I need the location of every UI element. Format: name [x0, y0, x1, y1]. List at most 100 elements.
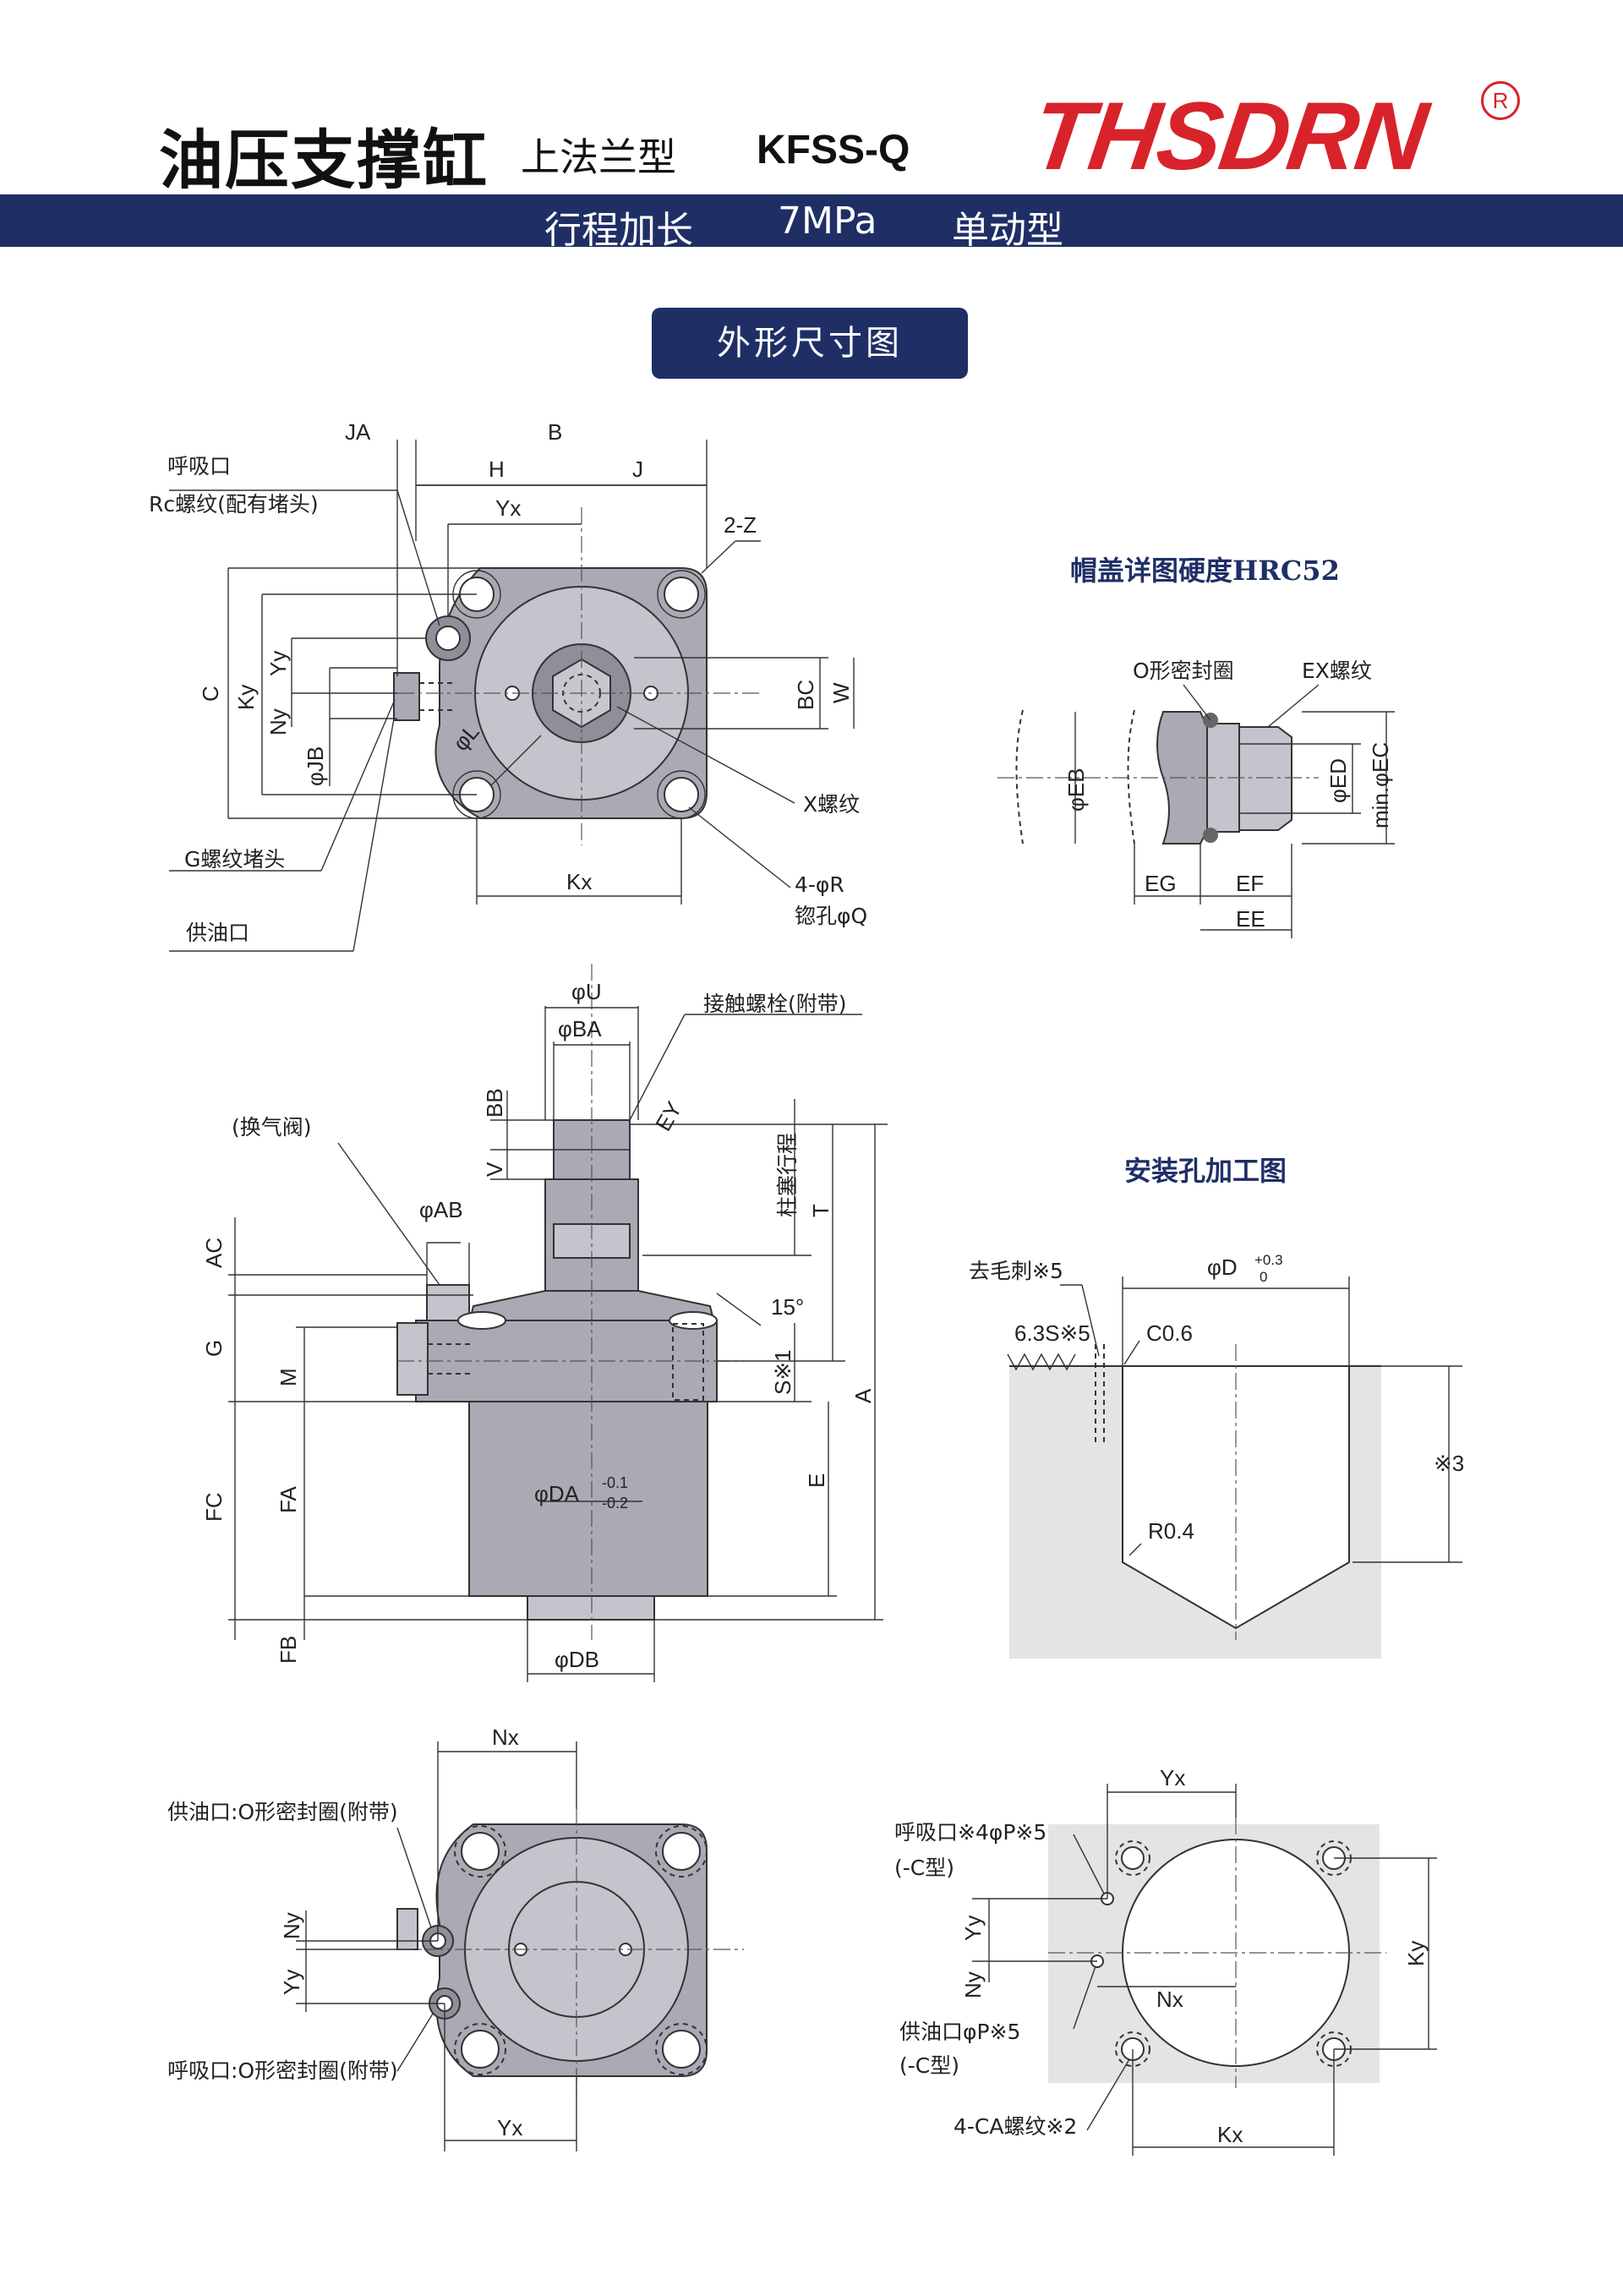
registered-mark: R — [1481, 81, 1520, 120]
label-breather: 呼吸口 — [167, 454, 231, 478]
label-plunger-stroke: 柱塞行程 — [775, 1133, 800, 1217]
dim-H: H — [489, 456, 505, 482]
dim-JB: φJB — [303, 746, 328, 786]
dim-B: B — [548, 419, 562, 445]
label-vent: (换气阀) — [232, 1115, 312, 1140]
mount-dim-Yy: Yy — [960, 1916, 986, 1941]
label-supply-oring: 供油口:O形密封圈(附带) — [167, 1800, 398, 1824]
banner-stroke: 行程加长 — [544, 209, 693, 252]
model-number: KFSS-Q — [757, 128, 910, 172]
mount-dim-Kx: Kx — [1217, 2122, 1243, 2147]
counterbore-tr — [657, 570, 706, 619]
label-g-plug: G螺纹堵头 — [184, 847, 285, 872]
cylinder-bottom-boss — [527, 1595, 655, 1621]
label-contact-bolt: 接触螺栓(附带) — [703, 992, 847, 1016]
label-ca-thread: 4-CA螺纹※2 — [954, 2114, 1077, 2139]
bottom-dim-Yy: Yy — [279, 1970, 304, 1995]
label-mount-supply-type: (-C型) — [899, 2053, 959, 2078]
dim-C: C — [198, 686, 223, 702]
side-dim-FA: FA — [276, 1486, 301, 1513]
page-subtitle: 上法兰型 — [521, 134, 676, 180]
label-breather-oring: 呼吸口:O形密封圈(附带) — [167, 2058, 398, 2083]
g-plug — [393, 672, 420, 721]
cap-ex-thread-label: EX螺纹 — [1302, 659, 1372, 683]
banner-pressure: 7MPa — [778, 200, 877, 243]
cap-dim-EB: φEB — [1063, 768, 1089, 812]
dim-J: J — [632, 456, 643, 482]
cap-dim-EF: EF — [1236, 871, 1264, 896]
mount-hole-br — [664, 777, 699, 812]
mount-dim-Ny: Ny — [960, 1971, 986, 1998]
label-chamfer: C0.6 — [1146, 1320, 1193, 1346]
breather-plug — [435, 626, 461, 651]
top-view — [169, 440, 855, 952]
spec-banner: 行程加长 7MPa 单动型 — [0, 194, 1623, 252]
side-dim-DA-lower: -0.2 — [602, 1495, 628, 1512]
side-dim-BA: φBA — [558, 1016, 602, 1041]
label-counterbore: 锪孔φQ — [795, 904, 867, 928]
side-dim-DB: φDB — [555, 1647, 599, 1672]
label-mount-breather: 呼吸口※4φP※5 — [894, 1820, 1046, 1845]
side-view — [228, 964, 888, 1682]
side-dim-U: φU — [571, 979, 602, 1004]
side-dim-DA-upper: -0.1 — [602, 1474, 628, 1491]
bottom-dim-Yx: Yx — [497, 2115, 522, 2140]
mount-layout — [972, 1784, 1437, 2156]
dim-Yx: Yx — [495, 495, 521, 521]
section-title: 外形尺寸图 — [652, 308, 968, 379]
dim-Ky: Ky — [233, 685, 259, 710]
dim-Z: 2-Z — [724, 512, 757, 538]
g-plug-side — [396, 1322, 429, 1396]
side-angle: 15° — [771, 1294, 804, 1320]
side-dim-BB: BB — [482, 1088, 507, 1118]
side-dim-FC: FC — [201, 1492, 227, 1522]
label-depth: ※3 — [1434, 1451, 1464, 1476]
cap-detail — [997, 684, 1395, 938]
cap-dim-EE: EE — [1236, 906, 1265, 932]
side-dim-G: G — [201, 1340, 227, 1357]
side-dim-FB: FB — [276, 1636, 301, 1664]
cap-dim-EG: EG — [1145, 871, 1177, 896]
bottom-view — [296, 1741, 744, 2151]
dim-W: W — [828, 682, 854, 703]
dim-Ny: Ny — [265, 708, 291, 735]
mount-dim-Yx: Yx — [1160, 1765, 1185, 1790]
label-roughness: 6.3S※5 — [1014, 1320, 1090, 1346]
side-dim-EY: EY — [650, 1097, 686, 1135]
label-mount-hole: 4-φR — [795, 872, 844, 897]
label-deburr: 去毛刺※5 — [969, 1259, 1063, 1283]
side-dim-V: V — [482, 1162, 507, 1177]
bottom-dim-Nx: Nx — [492, 1725, 519, 1750]
cylinder-body — [468, 1401, 708, 1597]
label-radius: R0.4 — [1148, 1518, 1194, 1544]
bottom-dim-Ny: Ny — [279, 1912, 304, 1939]
dim-JA: JA — [345, 419, 371, 445]
machining-diagram — [1007, 1276, 1462, 1659]
page-title: 油压支撑缸 — [159, 123, 489, 198]
cap-detail-title: 帽盖详图硬度HRC52 — [1070, 555, 1340, 587]
side-dim-AB: φAB — [419, 1197, 463, 1222]
side-dim-A: A — [850, 1388, 876, 1403]
label-mount-breather-type: (-C型) — [894, 1856, 954, 1880]
label-supply: 供油口 — [186, 921, 249, 945]
mount-hole-tr — [664, 577, 699, 612]
mount-dim-Nx: Nx — [1156, 1987, 1183, 2012]
label-rc-thread: Rc螺纹(配有堵头) — [149, 492, 319, 517]
side-dim-T: T — [808, 1204, 833, 1217]
label-mount-supply: 供油口φP※5 — [899, 2020, 1020, 2044]
cap-dim-EC: min.φEC — [1368, 742, 1393, 828]
dim-Yy: Yy — [265, 651, 291, 676]
machining-title: 安装孔加工图 — [1124, 1155, 1287, 1187]
cap-dim-ED: φED — [1325, 758, 1351, 803]
side-dim-E: E — [804, 1473, 829, 1488]
bore-dim: φD — [1207, 1255, 1238, 1280]
dim-BC: BC — [793, 680, 818, 710]
side-dim-S: S※1 — [770, 1349, 795, 1395]
bore-tol-upper: +0.3 — [1254, 1252, 1283, 1268]
dim-Kx: Kx — [566, 869, 592, 894]
side-dim-DA: φDA — [534, 1481, 580, 1506]
side-dim-AC: AC — [201, 1238, 227, 1268]
banner-action: 单动型 — [952, 209, 1063, 252]
cap-oring-label: O形密封圈 — [1133, 659, 1234, 683]
